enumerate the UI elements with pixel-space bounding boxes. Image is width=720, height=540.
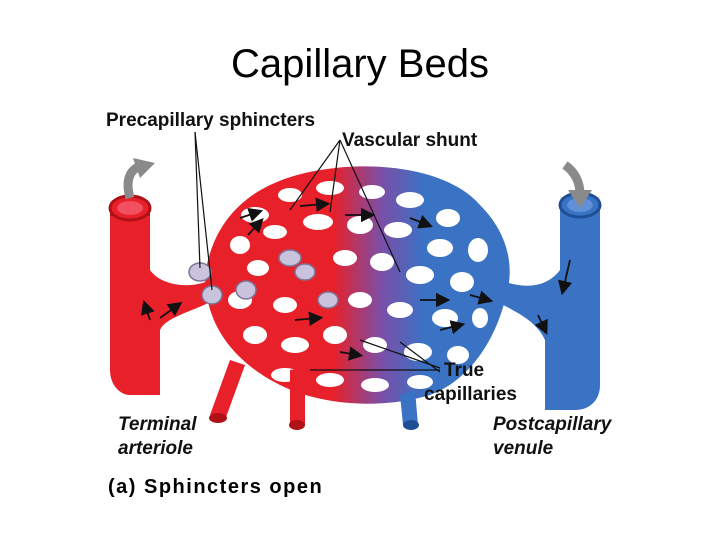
- arrow-in-icon: [133, 158, 155, 178]
- flow-arrows-black: [141, 197, 573, 361]
- sphincter: [235, 280, 257, 300]
- flow-arrows-gray: [123, 158, 592, 208]
- capillary-bed: [205, 166, 510, 404]
- terminal-arteriole: [108, 194, 305, 430]
- label-true-capillaries-line1: True: [444, 360, 485, 381]
- label-postcapillary-venule-line1: Postcapillary: [493, 414, 612, 435]
- label-true-capillaries-line2: capillaries: [424, 384, 517, 405]
- label-precapillary-sphincters: Precapillary sphincters: [106, 110, 316, 131]
- sphincter: [317, 291, 339, 309]
- sphincter: [278, 249, 302, 267]
- label-terminal-arteriole-line1: Terminal: [118, 414, 197, 435]
- label-terminal-arteriole-line2: arteriole: [118, 438, 193, 459]
- postcapillary-venule: [400, 191, 602, 430]
- precapillary-sphincters: [188, 249, 339, 309]
- label-vascular-shunt: Vascular shunt: [342, 130, 478, 151]
- leader-lines: [194, 131, 441, 373]
- page-title: Capillary Beds: [231, 42, 489, 86]
- label-postcapillary-venule-line2: venule: [493, 438, 554, 459]
- figure-caption: (a) Sphincters open: [108, 476, 324, 498]
- sphincter: [294, 263, 316, 281]
- arrow-out-icon: [568, 190, 592, 208]
